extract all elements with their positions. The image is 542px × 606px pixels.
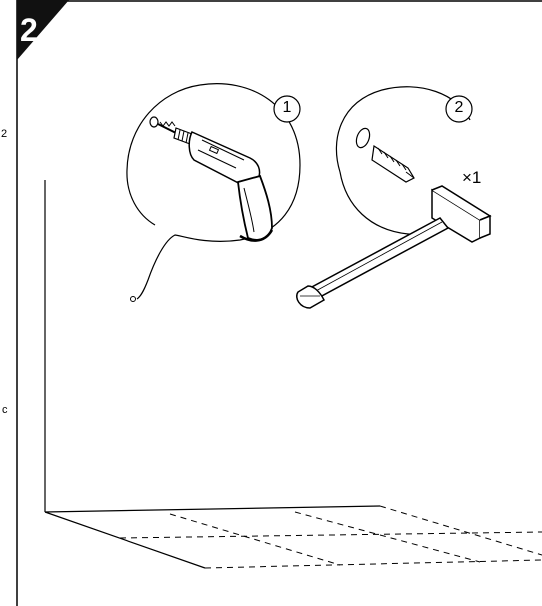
margin-mark-top: 2 — [1, 128, 8, 140]
callout-number-2-circle — [445, 95, 473, 123]
step-number: 2 — [20, 12, 38, 48]
step-tab-badge — [17, 0, 69, 60]
margin-mark-bottom: c — [2, 404, 8, 416]
callout-number-1-circle — [273, 95, 301, 123]
wall-plug-icon — [355, 127, 415, 183]
callout-number-1: 1 — [282, 99, 292, 116]
callout-number-2: 2 — [454, 99, 464, 116]
towel-bar-icon — [296, 185, 492, 309]
drill-icon — [149, 116, 274, 242]
quantity-label: ×1 — [462, 168, 482, 187]
